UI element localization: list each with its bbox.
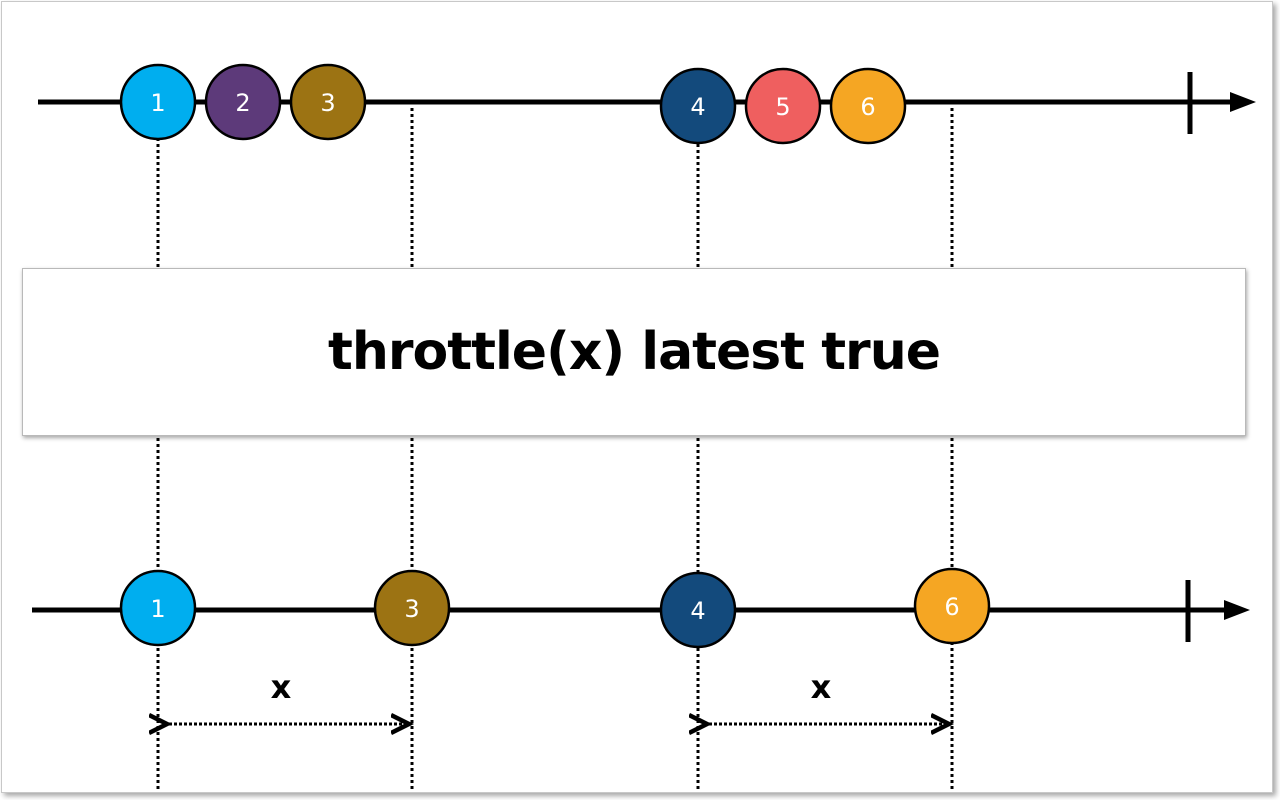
- input-marble-4-circle: [659, 67, 737, 145]
- input-marble-3-circle: [289, 63, 367, 141]
- output-marble-6-circle: [913, 567, 991, 645]
- input-marble-4-label: 4: [690, 93, 705, 121]
- operator-box: throttle(x) latest true: [22, 268, 1246, 436]
- output-marble-3: 3: [373, 569, 451, 647]
- output-marble-1-circle: [119, 569, 197, 647]
- output-marble-6-label: 6: [944, 593, 959, 621]
- interval-2: x: [704, 668, 946, 724]
- output-timeline: [32, 580, 1250, 642]
- input-marble-3: 3: [289, 63, 367, 141]
- output-marble-3-label: 3: [404, 595, 419, 623]
- output-marble-3-circle: [373, 569, 451, 647]
- interval-measures: x x: [164, 668, 946, 724]
- output-marble-4-circle: [659, 571, 737, 649]
- marble-diagram: x x 1 2 3 4: [32, 63, 1256, 790]
- input-timeline-arrowhead: [1230, 92, 1256, 112]
- input-marble-1: 1: [119, 63, 197, 141]
- input-marble-1-label: 1: [150, 89, 165, 117]
- input-marble-5: 5: [744, 67, 822, 145]
- input-marble-2-label: 2: [235, 89, 250, 117]
- input-marbles: 1 2 3 4 5 6: [119, 63, 907, 145]
- output-timeline-arrowhead: [1224, 600, 1250, 620]
- output-marble-6: 6: [913, 567, 991, 645]
- output-marbles: 1 3 4 6: [119, 567, 991, 649]
- interval-1: x: [164, 668, 406, 724]
- input-marble-6: 6: [829, 67, 907, 145]
- output-marble-4-label: 4: [690, 597, 705, 625]
- output-marble-4: 4: [659, 571, 737, 649]
- input-marble-5-label: 5: [775, 93, 790, 121]
- interval-1-label: x: [271, 668, 292, 706]
- input-marble-1-circle: [119, 63, 197, 141]
- input-marble-6-circle: [829, 67, 907, 145]
- input-marble-2: 2: [204, 63, 282, 141]
- input-marble-4: 4: [659, 67, 737, 145]
- input-marble-5-circle: [744, 67, 822, 145]
- operator-label: throttle(x) latest true: [328, 322, 941, 382]
- output-marble-1: 1: [119, 569, 197, 647]
- input-marble-6-label: 6: [860, 93, 875, 121]
- interval-2-label: x: [811, 668, 832, 706]
- output-marble-1-label: 1: [150, 595, 165, 623]
- input-marble-3-label: 3: [320, 89, 335, 117]
- guide-lines: [156, 108, 954, 790]
- input-marble-2-circle: [204, 63, 282, 141]
